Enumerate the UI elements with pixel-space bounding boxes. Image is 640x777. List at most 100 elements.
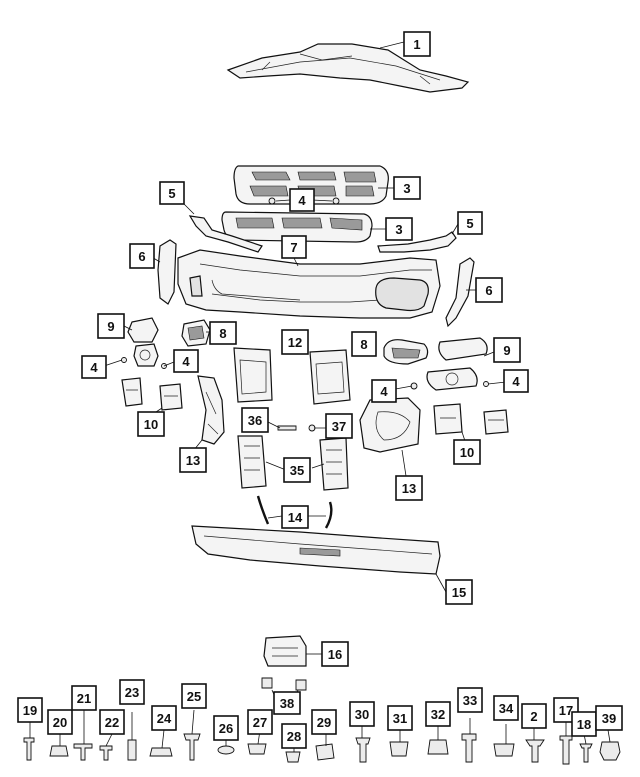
svg-text:13: 13: [402, 481, 416, 496]
svg-text:3: 3: [403, 181, 410, 196]
callout-5-right: 5: [457, 211, 483, 235]
svg-text:6: 6: [485, 283, 492, 298]
callout-19: 19: [17, 697, 43, 723]
svg-text:2: 2: [530, 709, 537, 724]
callout-38: 38: [273, 691, 301, 715]
svg-text:33: 33: [463, 693, 477, 708]
callout-14: 14: [281, 505, 309, 529]
svg-text:37: 37: [332, 419, 346, 434]
callout-1: 1: [403, 31, 431, 57]
callout-5-left: 5: [159, 181, 185, 205]
svg-text:5: 5: [466, 216, 473, 231]
svg-text:9: 9: [107, 319, 114, 334]
svg-text:6: 6: [138, 249, 145, 264]
svg-text:26: 26: [219, 721, 233, 736]
callout-10-right: 10: [453, 439, 481, 465]
callout-7: 7: [281, 235, 307, 259]
callouts: 1 3 3 4 4 4 4 4 5 5 6 6 7 8 8 9 9 10 10 …: [17, 31, 623, 749]
part-wire-strips: [256, 495, 333, 529]
svg-text:15: 15: [452, 585, 466, 600]
svg-text:22: 22: [105, 715, 119, 730]
callout-37: 37: [325, 413, 353, 439]
svg-text:31: 31: [393, 711, 407, 726]
svg-text:10: 10: [144, 417, 158, 432]
part-side-reinforcements: [197, 375, 421, 453]
callout-22: 22: [99, 709, 125, 735]
callout-30: 30: [349, 701, 375, 727]
svg-text:18: 18: [577, 717, 591, 732]
callout-6-left: 6: [129, 243, 155, 269]
callout-25: 25: [181, 683, 207, 709]
svg-text:38: 38: [280, 696, 294, 711]
callout-3-lower: 3: [385, 217, 413, 241]
svg-text:20: 20: [53, 715, 67, 730]
svg-text:39: 39: [602, 711, 616, 726]
part-fog-bezels: [181, 319, 429, 365]
part-moldings: [188, 215, 457, 253]
part-upper-deflector: [226, 43, 470, 93]
svg-text:25: 25: [187, 689, 201, 704]
callout-13-right: 13: [395, 475, 423, 501]
callout-13-left: 13: [179, 447, 207, 473]
part-end-caps: [157, 239, 475, 328]
svg-text:9: 9: [503, 343, 510, 358]
svg-text:16: 16: [328, 647, 342, 662]
callout-23: 23: [119, 679, 145, 705]
svg-text:5: 5: [168, 186, 175, 201]
svg-text:27: 27: [253, 715, 267, 730]
callout-6-right: 6: [475, 277, 503, 303]
svg-text:4: 4: [512, 374, 520, 389]
callout-21: 21: [71, 685, 97, 711]
callout-28: 28: [281, 723, 307, 749]
svg-text:12: 12: [288, 335, 302, 350]
part-center-frame-brackets: [233, 347, 351, 405]
callout-17: 17: [553, 697, 579, 723]
callout-35: 35: [283, 457, 311, 483]
callout-3-upper: 3: [393, 176, 421, 200]
callout-10-left: 10: [137, 411, 165, 437]
part-lower-valance: [191, 525, 441, 575]
svg-text:4: 4: [298, 193, 306, 208]
callout-4-right-inner: 4: [371, 379, 397, 403]
callout-12: 12: [281, 329, 309, 355]
svg-text:13: 13: [186, 453, 200, 468]
callout-8-right: 8: [351, 331, 377, 357]
callout-32: 32: [425, 701, 451, 727]
callout-20: 20: [47, 709, 73, 735]
svg-text:10: 10: [460, 445, 474, 460]
svg-text:28: 28: [287, 729, 301, 744]
callout-15: 15: [445, 579, 473, 605]
callout-26: 26: [213, 715, 239, 741]
callout-9-left: 9: [97, 313, 125, 339]
part-front-bumper: [177, 249, 441, 319]
svg-text:4: 4: [90, 360, 98, 375]
svg-text:35: 35: [290, 463, 304, 478]
callout-9-right: 9: [493, 337, 521, 363]
callout-39: 39: [595, 705, 623, 731]
svg-text:3: 3: [395, 222, 402, 237]
part-license-bracket: [263, 635, 307, 667]
svg-text:14: 14: [288, 510, 303, 525]
callout-4-left: 4: [81, 355, 107, 379]
svg-text:8: 8: [219, 326, 226, 341]
callout-31: 31: [387, 705, 413, 731]
callout-4-right: 4: [503, 369, 529, 393]
svg-text:7: 7: [290, 240, 297, 255]
svg-text:24: 24: [157, 711, 172, 726]
callout-24: 24: [151, 705, 177, 731]
svg-text:17: 17: [559, 703, 573, 718]
svg-text:4: 4: [182, 354, 190, 369]
callout-16: 16: [321, 641, 349, 667]
part-mount-brackets: [121, 377, 509, 435]
callout-36: 36: [241, 407, 269, 433]
callout-4-grille: 4: [289, 188, 315, 212]
fastener-row: [23, 677, 621, 765]
part-lower-grille: [221, 211, 373, 243]
callout-29: 29: [311, 709, 337, 735]
callout-18: 18: [571, 711, 597, 737]
svg-text:19: 19: [23, 703, 37, 718]
svg-text:30: 30: [355, 707, 369, 722]
svg-text:34: 34: [499, 701, 514, 716]
callout-27: 27: [247, 709, 273, 735]
